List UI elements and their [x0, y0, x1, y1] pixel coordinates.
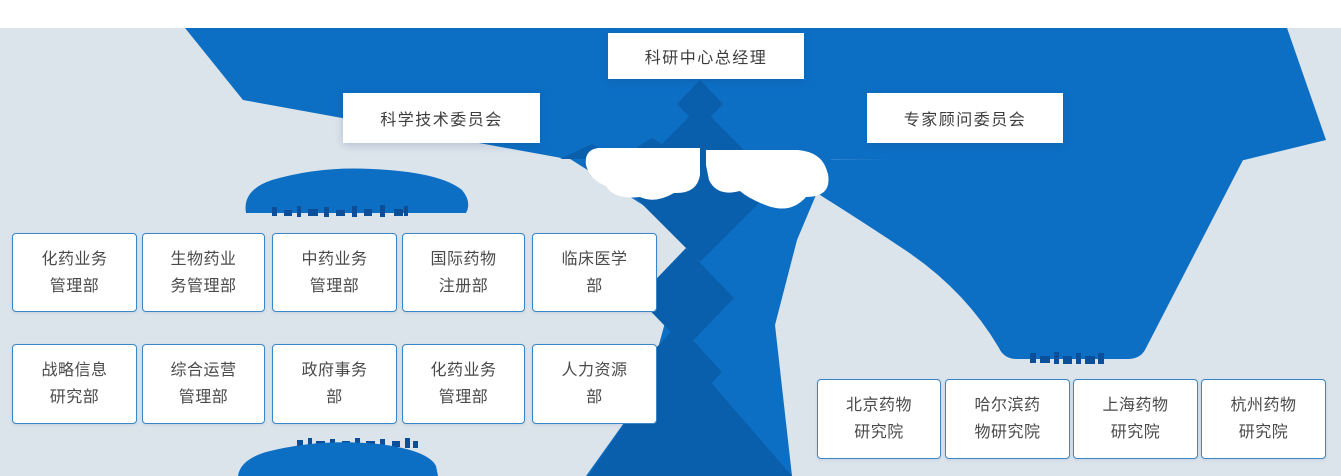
diamond-icon [638, 248, 734, 348]
dept-box: 综合运营管理部 [142, 344, 265, 424]
node-label: 科研中心总经理 [644, 50, 768, 67]
institute-box: 北京药物研究院 [817, 379, 941, 459]
dept-box: 化药业务管理部 [402, 344, 525, 424]
node-label: 专家顾问委员会 [903, 112, 1027, 129]
diamond-icon [677, 80, 723, 128]
dark-blue-accents [560, 80, 792, 476]
institute-box: 上海药物研究院 [1073, 379, 1198, 459]
dept-box: 战略信息研究部 [12, 344, 137, 424]
node-label: 杭州药物研究院 [1230, 397, 1297, 441]
dark-bottom-swath [588, 356, 792, 476]
obscured-heading-fragments [272, 205, 408, 217]
blue-right-mass-shape [778, 160, 1243, 359]
dept-box: 生物药业务管理部 [142, 233, 265, 312]
node-label: 政府事务部 [301, 362, 368, 406]
vertical-bar-accent [697, 150, 701, 258]
node-label: 哈尔滨药物研究院 [974, 397, 1041, 441]
node-label: 综合运营管理部 [170, 362, 237, 406]
node-committee-expert-advisory: 专家顾问委员会 [867, 93, 1063, 143]
node-label: 生物药业务管理部 [170, 250, 237, 295]
dept-box: 政府事务部 [272, 344, 397, 424]
institute-box: 哈尔滨药物研究院 [945, 379, 1070, 459]
node-label: 国际药物注册部 [430, 250, 497, 295]
node-label: 北京药物研究院 [845, 397, 912, 441]
institute-box: 杭州药物研究院 [1201, 379, 1326, 459]
node-label: 战略信息研究部 [41, 362, 108, 406]
node-label: 人力资源部 [561, 362, 628, 406]
node-committee-science-tech: 科学技术委员会 [343, 93, 540, 143]
dept-box: 中药业务管理部 [272, 233, 397, 312]
cloud-icon [585, 148, 829, 209]
dept-box: 人力资源部 [532, 344, 657, 424]
node-label: 化药业务管理部 [430, 362, 497, 406]
node-general-manager: 科研中心总经理 [608, 33, 804, 79]
node-label: 上海药物研究院 [1102, 397, 1169, 441]
node-label: 中药业务管理部 [301, 250, 368, 295]
dept-box: 临床医学部 [532, 233, 657, 312]
dept-box: 化药业务管理部 [12, 233, 137, 312]
node-label: 化药业务管理部 [41, 250, 108, 295]
blue-blob-bottom [238, 442, 438, 476]
node-label: 科学技术委员会 [380, 112, 503, 129]
node-label: 临床医学部 [561, 250, 628, 295]
dept-box: 国际药物注册部 [402, 233, 525, 312]
blue-blob-left [245, 168, 469, 213]
obscured-heading-fragments [1030, 352, 1104, 364]
